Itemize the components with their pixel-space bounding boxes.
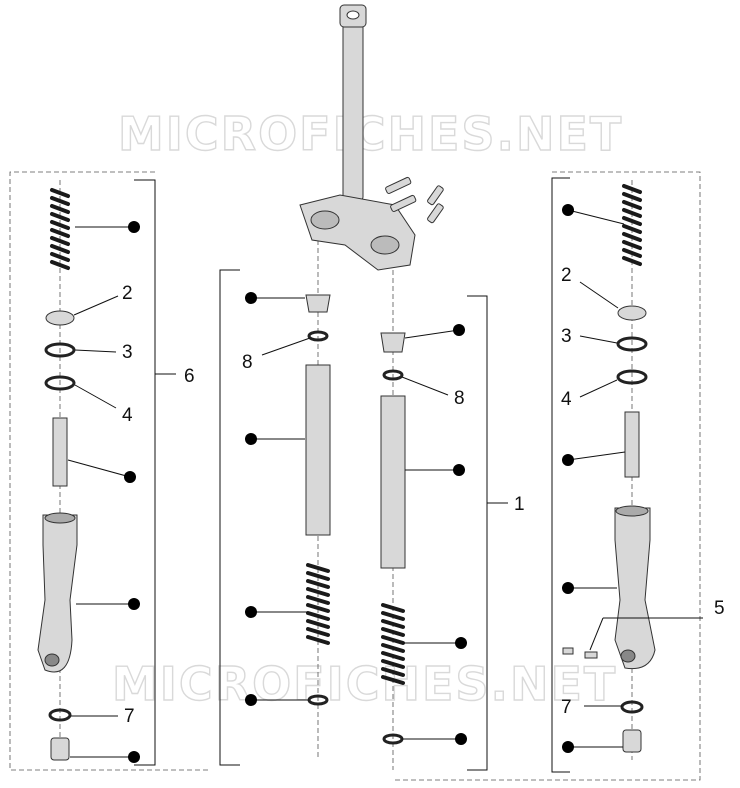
left-seal [45, 310, 75, 326]
right-ring [616, 369, 648, 385]
callout-7-left: 7 [124, 706, 135, 727]
right-spring-upper [622, 184, 642, 266]
right-lower-slider [614, 507, 656, 670]
bracket-right [551, 177, 570, 773]
right-oring [616, 336, 648, 352]
left-spring-upper [50, 188, 70, 270]
steering-stem [299, 4, 444, 271]
right-washer [620, 700, 644, 714]
left-dashed-frame [9, 171, 210, 771]
callout-8-left: 8 [242, 352, 253, 373]
watermark-top: MICROFICHES.NET [118, 107, 623, 161]
center-left-tube [305, 364, 331, 536]
bracket-1 [467, 295, 488, 771]
left-ring [44, 375, 76, 391]
center-right-tube [380, 395, 406, 569]
center-right-bushing [380, 332, 406, 353]
center-left-bushing [305, 294, 331, 313]
bracket-center-left [219, 269, 240, 766]
left-oring [44, 342, 76, 358]
callout-1: 1 [514, 494, 525, 515]
bracket-6 [134, 179, 156, 766]
center-left-spring [306, 563, 330, 645]
center-left-clip [307, 330, 329, 342]
right-damper-rod [624, 411, 640, 478]
callout-3-right: 3 [561, 326, 572, 347]
callout-3-left: 3 [122, 342, 133, 363]
right-screw-a [562, 647, 574, 655]
right-screw-b [584, 651, 598, 659]
center-left-tube-parts [305, 294, 331, 706]
right-seal [617, 305, 647, 321]
watermark-bottom: MICROFICHES.NET [112, 657, 617, 711]
callout-4-right: 4 [561, 389, 572, 410]
right-dashed-frame [395, 171, 701, 781]
leader-lines [67, 204, 703, 763]
callout-4-left: 4 [122, 405, 133, 426]
callout-2-left: 2 [122, 283, 133, 304]
center-right-clip [382, 369, 404, 381]
center-right-spring [381, 603, 405, 685]
callout-7-right: 7 [561, 697, 572, 718]
left-lower-slider [37, 514, 78, 673]
right-bolt [622, 729, 642, 753]
callout-8-right: 8 [454, 388, 465, 409]
left-bolt [50, 737, 70, 761]
left-fork-parts [37, 188, 78, 761]
center-right-tube-parts [380, 332, 406, 745]
callout-2-right: 2 [561, 265, 572, 286]
callout-6: 6 [184, 366, 195, 387]
left-damper-rod [52, 417, 68, 487]
callout-5: 5 [714, 598, 725, 619]
left-washer [48, 708, 72, 722]
right-fork-parts [562, 184, 656, 753]
